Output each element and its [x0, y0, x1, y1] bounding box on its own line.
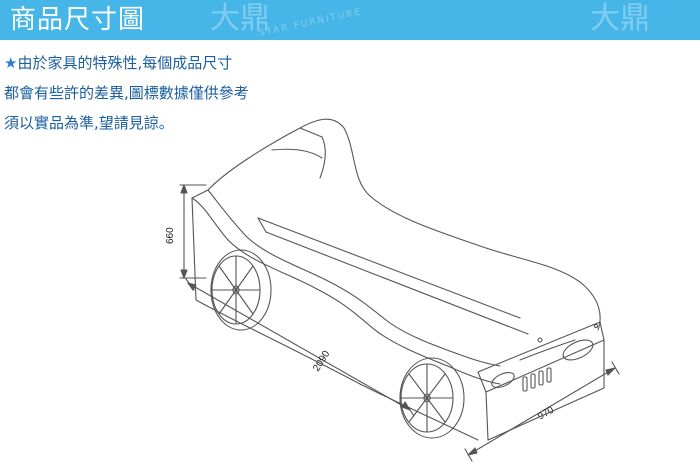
star-icon: ★: [4, 54, 18, 72]
length-dimension: [185, 278, 415, 417]
notice-line-1: ★由於家具的特殊性,每個成品尺寸: [4, 54, 233, 72]
size-notice: ★由於家具的特殊性,每個成品尺寸 都會有些許的差異,圖標數據僅供參考 須以實品為…: [4, 48, 334, 138]
height-label: 660: [165, 227, 176, 244]
front-wheel: [399, 357, 465, 439]
title-banner: 商品尺寸圖 大鼎 STAR FURNITURE 大鼎: [0, 0, 700, 40]
notice-line-2: 都會有些許的差異,圖標數據僅供參考: [4, 84, 249, 102]
rear-wheel: [210, 249, 272, 331]
height-dimension: [179, 184, 207, 279]
watermark-logo: 大鼎: [210, 1, 270, 36]
notice-line-3: 須以實品為準,望請見諒。: [4, 114, 174, 132]
width-dimension: [464, 361, 620, 462]
bed-body: [191, 118, 605, 441]
banner-title: 商品尺寸圖: [10, 5, 146, 35]
watermark-logo-2: 大鼎: [590, 1, 650, 36]
length-label: 2090: [311, 349, 332, 374]
